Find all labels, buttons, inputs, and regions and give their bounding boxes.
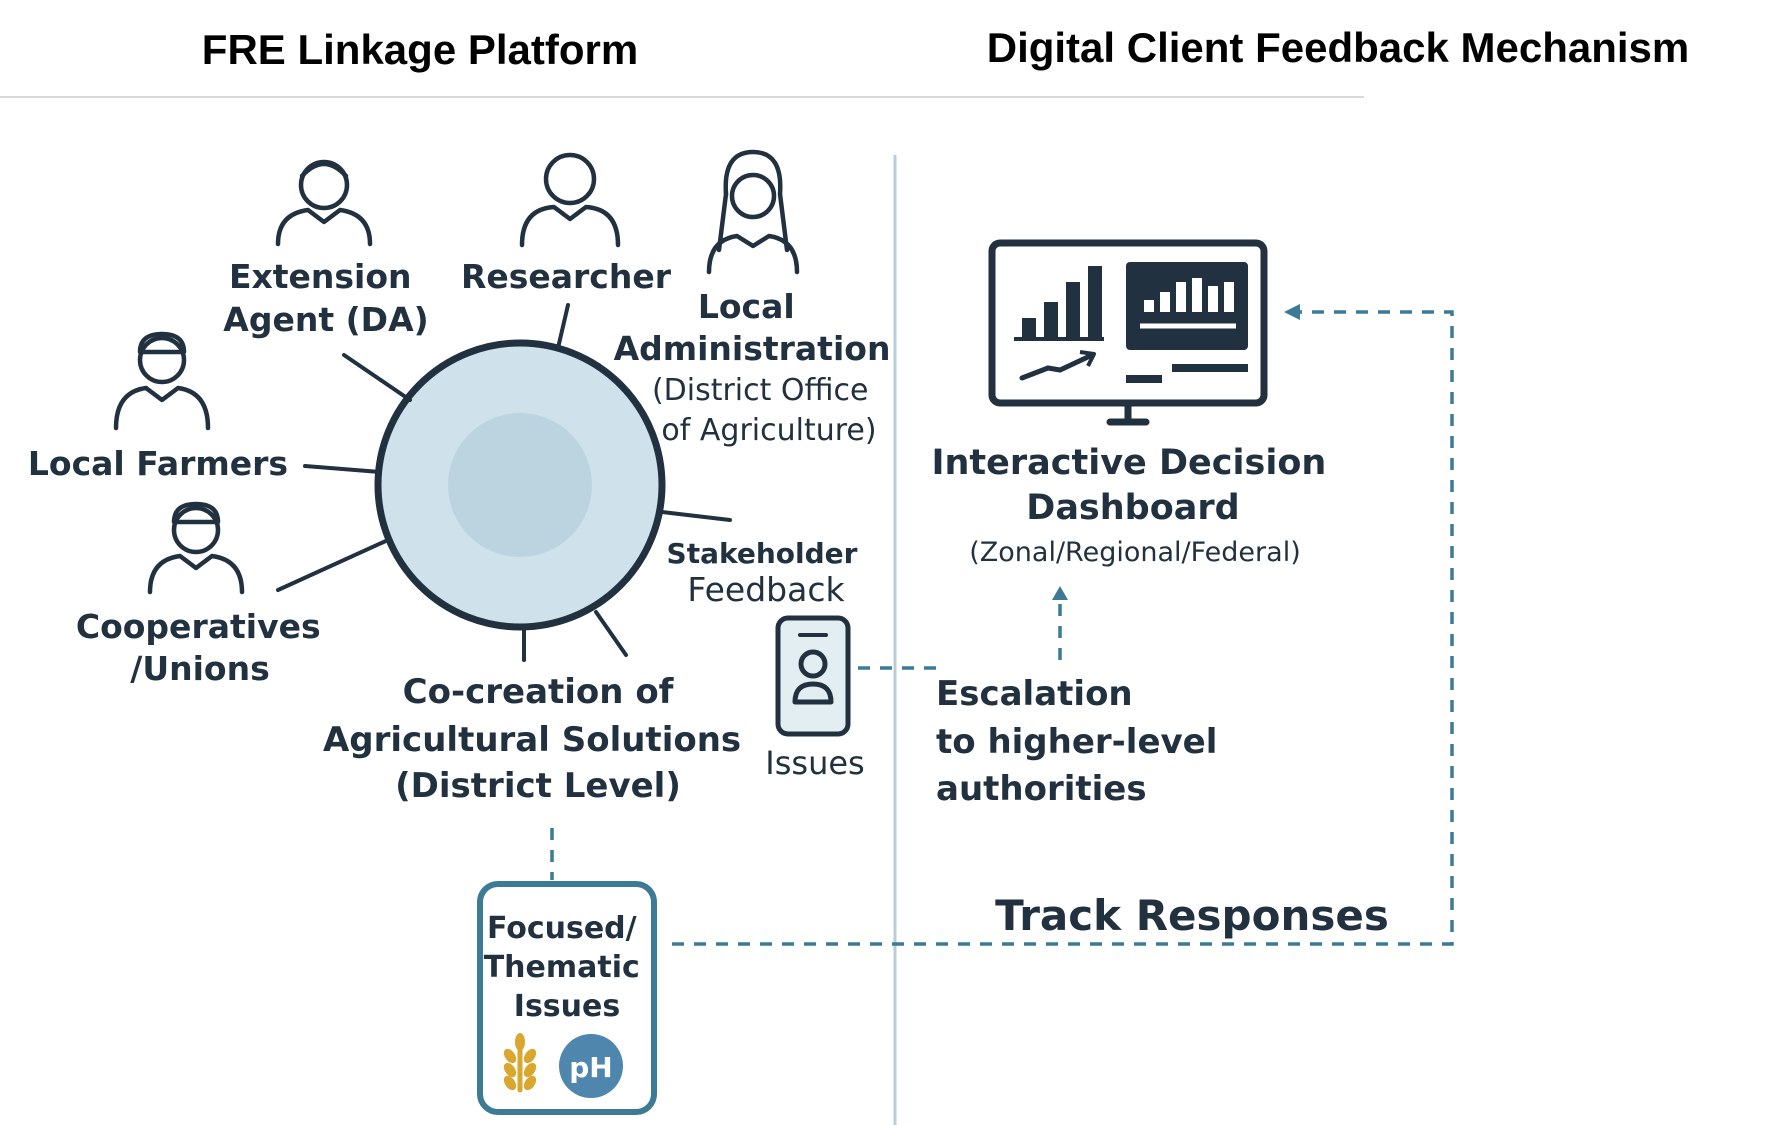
- wheat-icon: [503, 1033, 537, 1093]
- spoke-issues: [594, 610, 628, 657]
- person-outline-icon: [113, 331, 211, 431]
- label-local-administration: Local Administration: [614, 287, 891, 368]
- label-researcher: Researcher: [461, 257, 672, 296]
- ph-badge-label: pH: [569, 1051, 612, 1084]
- spoke-researcher: [556, 303, 570, 350]
- spoke-local-farmers: [303, 464, 382, 474]
- hub-spokes: [276, 303, 732, 662]
- label-district-office: (District Office of Agriculture): [652, 373, 878, 448]
- dashed-connectors: [550, 304, 1454, 946]
- mobile-phone-icon: [775, 615, 851, 737]
- platform-hub: [374, 339, 666, 631]
- monitor-dashboard-icon: [988, 239, 1268, 426]
- label-dashboard-title: Interactive Decision Dashboard: [931, 443, 1338, 528]
- label-feedback: Feedback: [687, 570, 845, 609]
- person-outline-icon: [147, 501, 245, 595]
- label-track-responses: Track Responses: [995, 891, 1389, 940]
- arrowhead-left: [1284, 304, 1300, 320]
- spoke-stakeholder-feedback: [660, 510, 732, 522]
- header-digital-client-feedback: Digital Client Feedback Mechanism: [987, 24, 1690, 71]
- label-local-farmers: Local Farmers: [28, 444, 288, 483]
- spoke-cooperatives: [276, 538, 390, 592]
- label-extension-agent: Extension Agent (DA): [223, 257, 428, 339]
- label-focused-issues: Focused/ Thematic Issues: [484, 911, 651, 1024]
- label-stakeholder-feedback: Stakeholder: [667, 537, 858, 570]
- label-dashboard-scope: (Zonal/Regional/Federal): [969, 537, 1300, 568]
- person-outline-icon: [519, 152, 621, 248]
- label-cocreation: Co-creation of Agricultural Solutions (D…: [323, 672, 753, 806]
- label-cooperatives: Cooperatives /Unions: [76, 607, 332, 688]
- person-outline-icon: [706, 149, 800, 275]
- ph-badge: pH: [559, 1034, 623, 1098]
- label-escalation: Escalation to higher-level authorities: [936, 674, 1229, 809]
- header-fre-linkage-platform: FRE Linkage Platform: [202, 26, 638, 73]
- person-outline-icon: [275, 159, 373, 247]
- label-issues: Issues: [765, 744, 864, 782]
- arrowhead-up: [1052, 586, 1068, 600]
- spoke-extension-agent: [342, 353, 412, 402]
